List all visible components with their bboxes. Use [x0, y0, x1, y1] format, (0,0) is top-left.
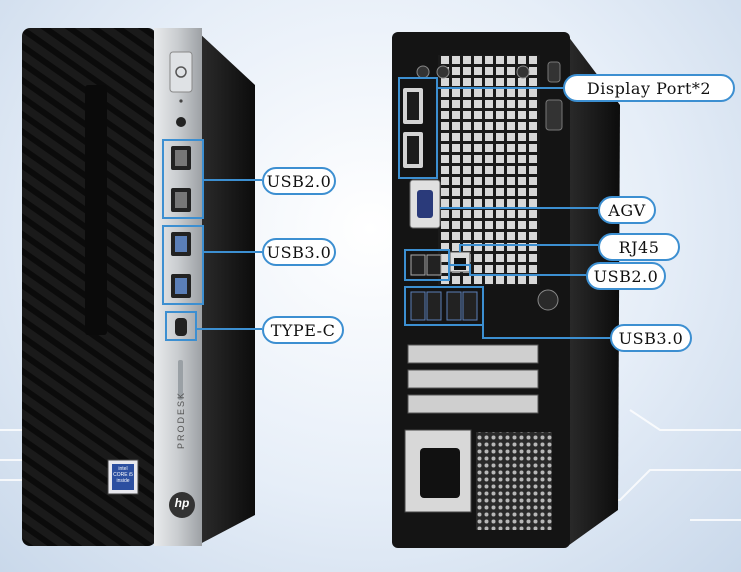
front-tower	[22, 28, 255, 546]
power-inlet	[420, 448, 460, 498]
rear-thumbscrew	[537, 289, 559, 311]
front-usb20-label: USB2.0	[262, 167, 336, 195]
rear-vga-label: AGV	[598, 196, 656, 224]
rear-tower	[392, 32, 620, 548]
callout-lines	[196, 87, 610, 339]
rear-vent-grid	[438, 55, 540, 285]
front-typec-highlight	[165, 311, 197, 341]
rear-usb30-port-3	[446, 291, 462, 321]
front-usb30-label: USB3.0	[262, 238, 336, 266]
rear-rj45-label: RJ45	[598, 233, 680, 261]
rear-displayport-label: Display Port*2	[563, 74, 735, 102]
rear-usb30-port-1	[410, 291, 426, 321]
rear-screw	[516, 65, 530, 79]
rear-usb30-port-2	[426, 291, 442, 321]
rear-usb20-label: USB2.0	[586, 262, 666, 290]
front-typec-port	[175, 318, 187, 336]
power-button	[169, 51, 193, 93]
rear-displayport-highlight	[398, 77, 438, 179]
rear-audio-jack-2	[436, 65, 450, 79]
rear-usb20-port-2	[426, 254, 442, 276]
rear-latch	[547, 61, 561, 83]
front-drive-slot	[85, 85, 107, 335]
rear-usb30-port-4	[462, 291, 478, 321]
front-tower-side	[198, 32, 255, 545]
expansion-slot-cover-1	[407, 344, 539, 364]
rear-tower-side	[565, 32, 620, 548]
front-typec-label: TYPE-C	[262, 316, 344, 344]
rear-usb20-port-1	[410, 254, 426, 276]
power-icon	[175, 66, 187, 78]
audio-jack	[176, 117, 186, 127]
rear-usb30-label: USB3.0	[610, 324, 692, 352]
hp-logo-text: hp	[174, 496, 190, 510]
expansion-slot-cover-2	[407, 369, 539, 389]
psu-fan-mesh	[476, 432, 552, 530]
front-usb30-highlight	[162, 225, 204, 305]
rear-lock-slot	[545, 99, 563, 131]
activity-led	[179, 99, 183, 103]
intel-sticker-text: intel CORE i5 inside	[113, 466, 133, 484]
prodesk-text: PRODESK	[176, 391, 186, 450]
rear-usb30-highlight	[404, 286, 484, 326]
hp-logo-icon	[169, 492, 195, 518]
rear-audio-jack-1	[416, 65, 430, 79]
card-reader-slot	[178, 360, 183, 400]
expansion-slot-cover-3	[407, 394, 539, 414]
